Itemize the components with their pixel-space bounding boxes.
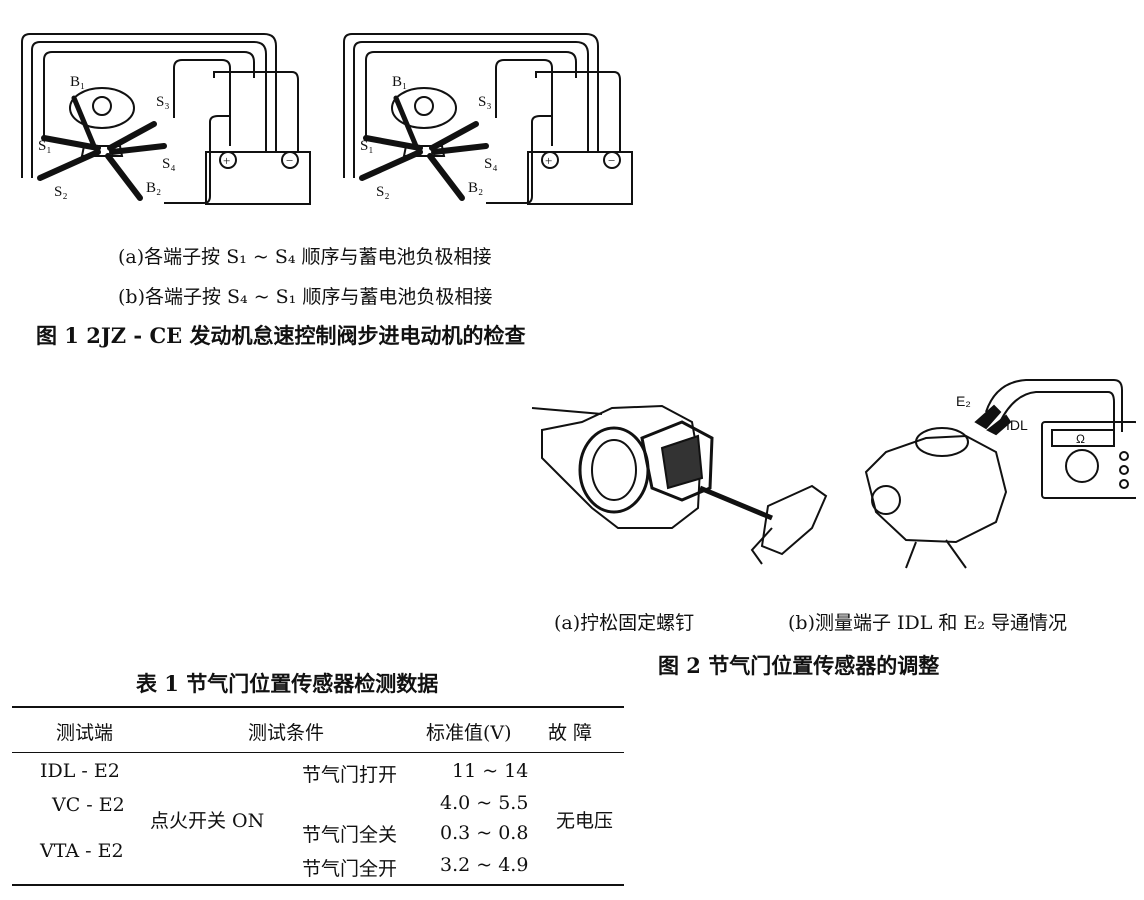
- figure2-caption-a: (a)拧松固定螺钉: [554, 612, 695, 634]
- label-s4: S₄: [484, 156, 498, 172]
- table1: 测试端 测试条件 标准值(V) 故 障 IDL - E2 VC - E2 VTA…: [12, 706, 624, 886]
- figure1-title: 图 1 2JZ - CE 发动机怠速控制阀步进电动机的检查: [36, 323, 526, 348]
- label-idl: IDL: [1006, 417, 1028, 433]
- label-s3: S₃: [156, 94, 170, 110]
- throttle-conductivity-test-illustration-b: E₂ IDL Ω: [864, 379, 1136, 569]
- stepper-diagram-b: B₁ S₁ S₂ S₃ S₄ B₂ + −: [343, 33, 633, 205]
- label-s3: S₃: [478, 94, 492, 110]
- label-s2: S₂: [376, 184, 390, 200]
- label-s1: S₁: [38, 138, 52, 154]
- value-vta-closed: 0.3 ~ 0.8: [440, 822, 529, 844]
- figure1-caption-a: (a)各端子按 S₁ ~ S₄ 顺序与蓄电池负极相接: [118, 246, 492, 268]
- value-vta-full-open: 3.2 ~ 4.9: [440, 854, 529, 876]
- label-s4: S₄: [162, 156, 176, 172]
- plus-terminal: +: [223, 153, 230, 168]
- terminal-vc-e2: VC - E2: [52, 794, 125, 816]
- figure1-caption-b: (b)各端子按 S₄ ~ S₁ 顺序与蓄电池负极相接: [118, 286, 493, 308]
- value-vc: 4.0 ~ 5.5: [440, 792, 529, 814]
- terminal-idl-e2: IDL - E2: [40, 760, 120, 782]
- label-s2: S₂: [54, 184, 68, 200]
- condition-ignition-on: 点火开关 ON: [150, 810, 265, 832]
- label-e2: E₂: [956, 393, 971, 409]
- table1-title: 表 1 节气门位置传感器检测数据: [136, 671, 439, 696]
- minus-terminal: −: [286, 153, 293, 168]
- label-s1: S₁: [360, 138, 374, 154]
- label-b2: B₂: [146, 180, 161, 196]
- sub-condition-throttle-full-open: 节气门全开: [302, 858, 398, 880]
- label-b1: B₁: [70, 74, 85, 90]
- meter-ohm-symbol: Ω: [1076, 432, 1085, 446]
- figure2-caption-b: (b)测量端子 IDL 和 E₂ 导通情况: [788, 612, 1067, 634]
- header-fault: 故 障: [548, 722, 593, 744]
- header-condition: 测试条件: [248, 722, 325, 744]
- header-standard-value: 标准值(V): [426, 722, 512, 744]
- figure2-title: 图 2 节气门位置传感器的调整: [658, 653, 940, 678]
- sub-condition-throttle-open: 节气门打开: [302, 764, 398, 786]
- value-idl: 11 ~ 14: [452, 760, 529, 782]
- throttle-adjust-illustration-a: [531, 404, 828, 565]
- label-b1: B₁: [392, 74, 407, 90]
- sub-condition-throttle-closed: 节气门全关: [302, 824, 398, 846]
- stepper-diagram-a: B₁ S₁ S₂ S₃ S₄ B₂ + −: [21, 33, 311, 205]
- minus-terminal: −: [608, 153, 615, 168]
- fault-no-voltage: 无电压: [556, 810, 614, 832]
- table1-header-row: [12, 708, 624, 753]
- terminal-vta-e2: VTA - E2: [40, 840, 124, 862]
- header-terminal: 测试端: [56, 722, 114, 744]
- plus-terminal: +: [545, 153, 552, 168]
- label-b2: B₂: [468, 180, 483, 196]
